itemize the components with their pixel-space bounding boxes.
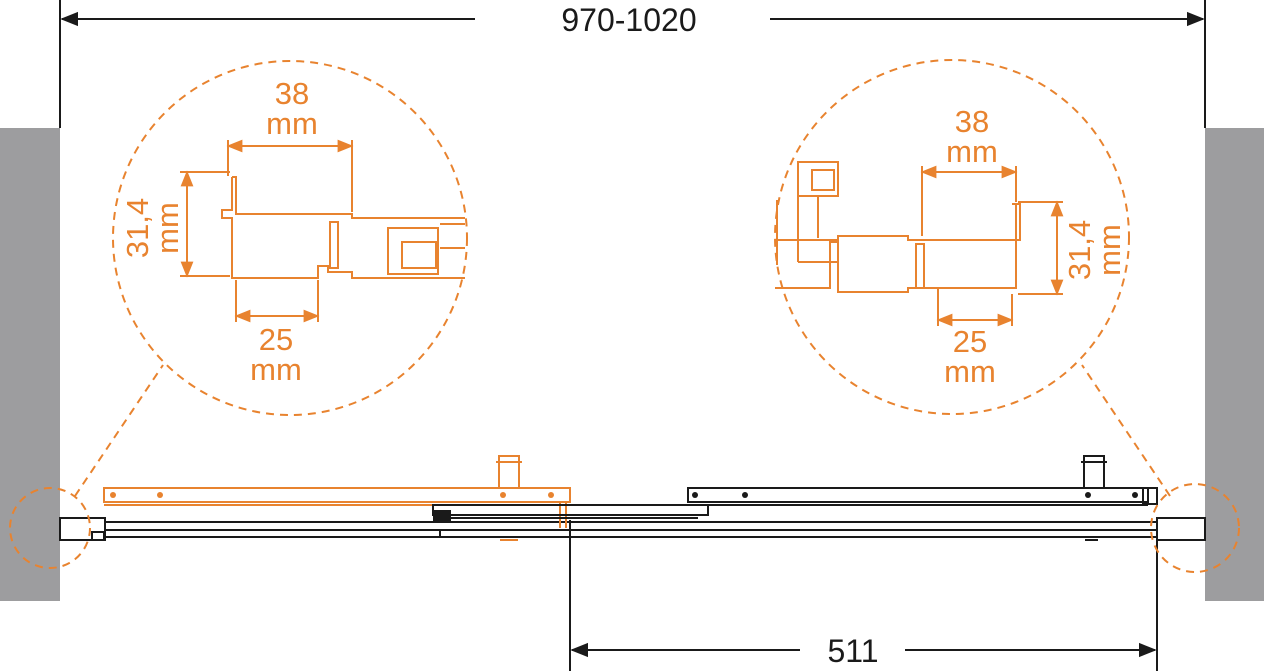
right-detail-callout: 38 mm 25 mm 31,4 mm — [774, 59, 1240, 573]
left-sliding-panel — [103, 455, 571, 541]
overlap-profiles — [432, 504, 709, 537]
bottom-rail — [59, 487, 1206, 541]
right-side-value: 31,4 — [1062, 220, 1097, 280]
passage-width-dimension: 511 — [569, 520, 1158, 671]
right-top-value: 38 — [955, 104, 989, 139]
right-top-unit: mm — [946, 134, 998, 169]
right-bottom-value: 25 — [953, 324, 987, 359]
total-width-label: 970-1020 — [561, 2, 696, 38]
left-detail-callout: 38 mm 25 mm 31,4 mm — [9, 60, 468, 569]
passage-width-label: 511 — [827, 633, 878, 669]
left-top-unit: mm — [266, 106, 318, 141]
right-handle — [1083, 455, 1105, 489]
left-top-value: 38 — [275, 76, 309, 111]
left-bottom-unit: mm — [250, 352, 302, 387]
right-bottom-unit: mm — [944, 354, 996, 389]
left-handle — [498, 455, 520, 489]
right-side-unit: mm — [1092, 224, 1127, 276]
left-bottom-value: 25 — [259, 322, 293, 357]
left-side-value: 31,4 — [120, 198, 155, 258]
right-sliding-panel — [687, 455, 1149, 506]
total-width-dimension: 970-1020 — [59, 0, 1206, 128]
left-wall — [0, 128, 60, 601]
left-side-unit: mm — [150, 202, 185, 254]
right-wall — [1205, 128, 1264, 601]
